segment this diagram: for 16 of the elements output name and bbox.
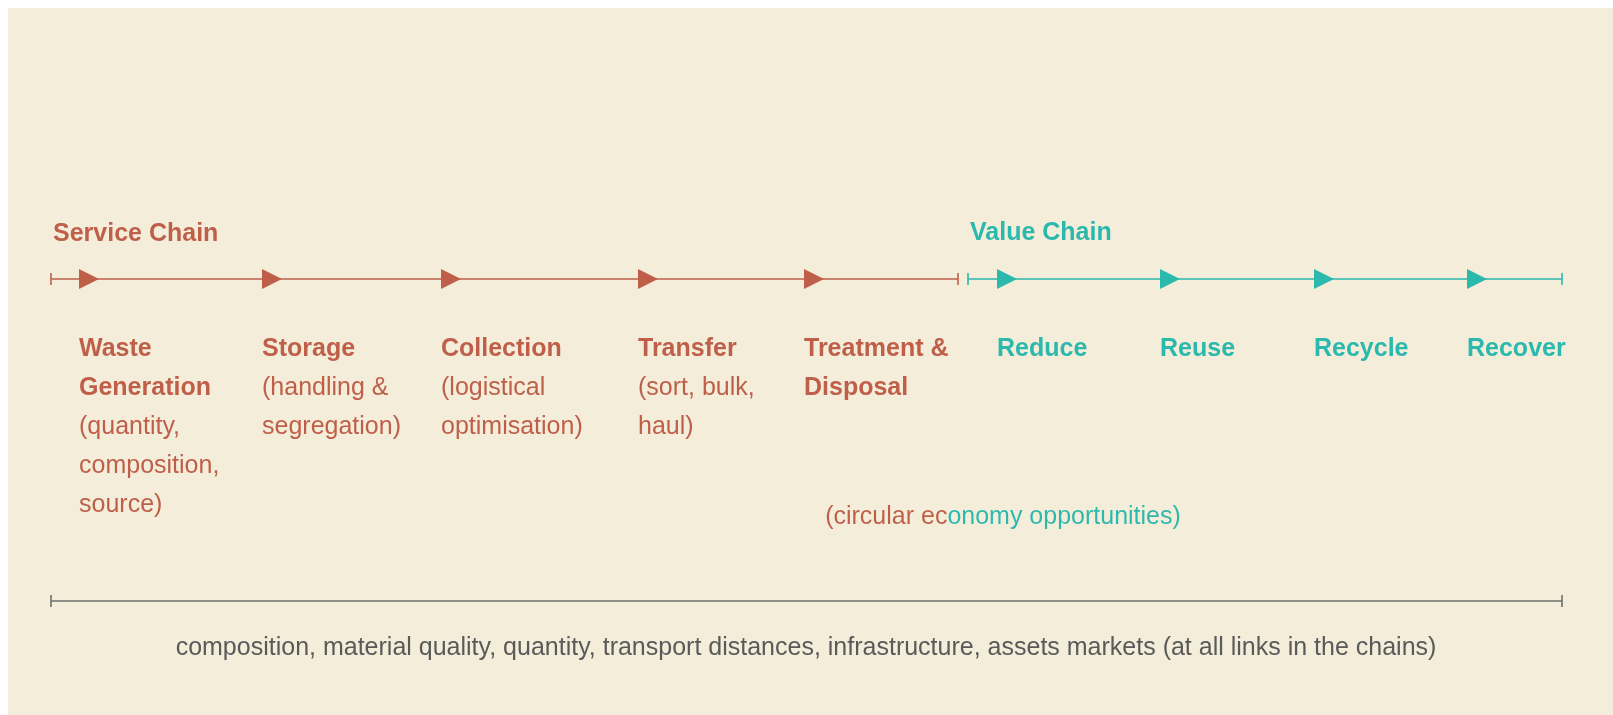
stage-heading: Recover (1467, 332, 1567, 363)
stage-heading: Collection (441, 332, 563, 363)
stage-description: (quantity, composition, source) (79, 410, 221, 519)
stage-heading: Recycle (1314, 332, 1410, 363)
stage-heading: Transfer (638, 332, 738, 363)
stage-description: (logistical optimisation) (441, 371, 584, 441)
stage-heading: Waste Generation (79, 332, 212, 402)
chain-title: Service Chain (53, 217, 219, 248)
stage-description: (sort, bulk, haul) (638, 371, 756, 441)
stage-heading: Reuse (1160, 332, 1237, 363)
stage-heading: Treatment & Disposal (804, 332, 950, 402)
stage-heading: Reduce (997, 332, 1089, 363)
stage-heading: Storage (262, 332, 357, 363)
stage-description: (handling & segregation) (262, 371, 402, 441)
chain-title: Value Chain (970, 216, 1112, 247)
footer-note: composition, material quality, quantity, transport distances, infrastructure, assets markets (at all links in the chains) (175, 631, 1437, 662)
